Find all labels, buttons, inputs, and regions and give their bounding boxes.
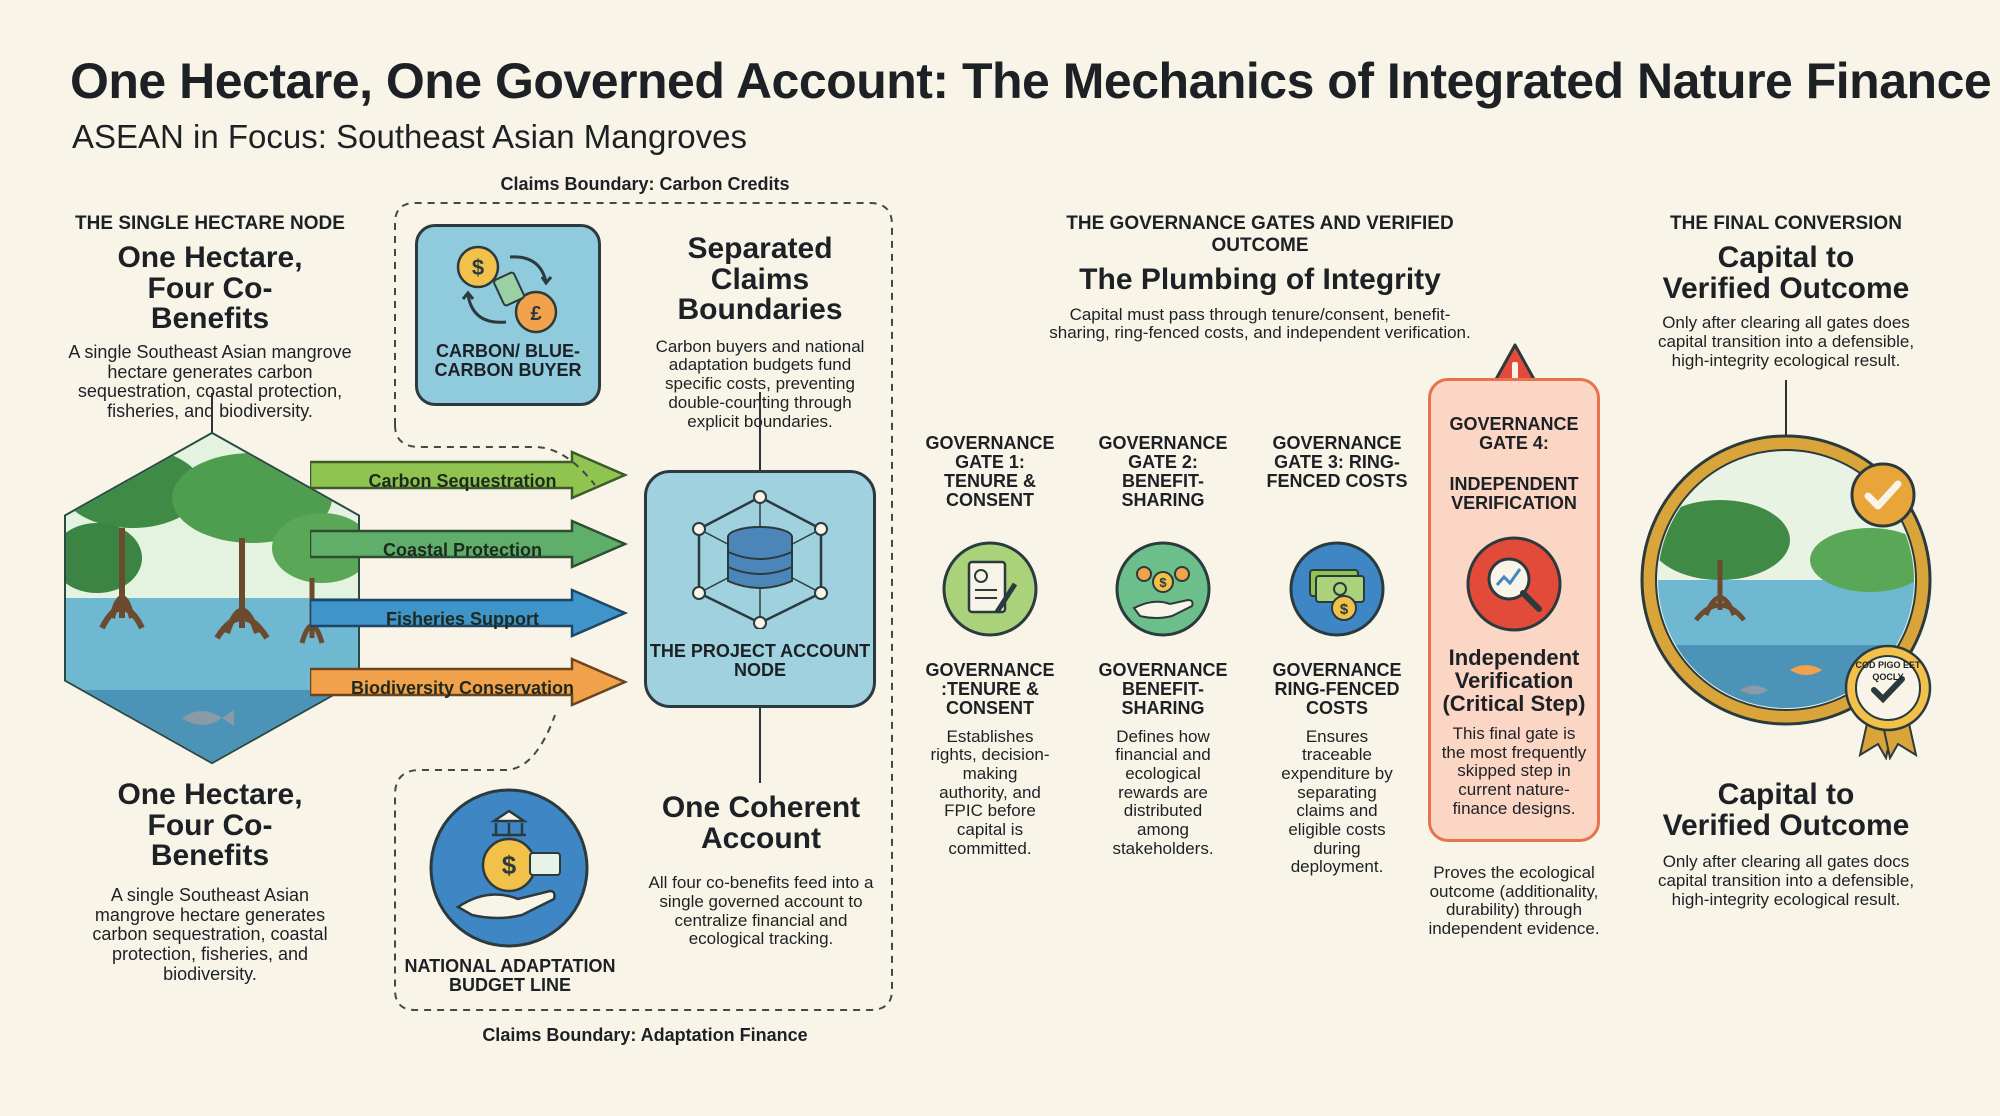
- hectare-title: One Hectare, Four Co-Benefits: [117, 241, 303, 336]
- svg-text:$: $: [472, 255, 484, 280]
- database-network-icon: [692, 490, 828, 630]
- governance-desc: Capital must pass through tenure/consent…: [1049, 304, 1471, 343]
- claims-boundary-dashed-lines: [394, 202, 893, 1011]
- gate-3-desc: Ensures traceable expenditure by separat…: [1281, 726, 1393, 877]
- coherent-account-desc: All four co-benefits feed into a single …: [648, 873, 874, 949]
- gate-1-label: GOVERNANCE :TENURE & CONSENT: [925, 660, 1055, 718]
- gate-2-label: GOVERNANCE BENEFIT-SHARING: [1098, 660, 1228, 718]
- arrow-coastal-protection: [310, 519, 629, 569]
- coherent-account-block: One Coherent Account All four co-benefit…: [648, 791, 874, 949]
- page-title: One Hectare, One Governed Account: The M…: [70, 53, 1992, 109]
- gate-3-label: GOVERNANCE RING-FENCED COSTS: [1272, 660, 1402, 718]
- governance-eyebrow: THE GOVERNANCE GATES AND VERIFIED OUTCOM…: [1066, 213, 1454, 256]
- gate-4-subtitle: INDEPENDENT VERIFICATION: [1449, 473, 1579, 513]
- gate-4-title: GOVERNANCE GATE 4:: [1449, 414, 1579, 453]
- final-footer: Capital to Verified Outcome Only after c…: [1640, 778, 1932, 909]
- separated-claims-block: Separated Claims Boundaries Carbon buyer…: [640, 232, 880, 431]
- people-coin-hand-icon: $: [1115, 541, 1211, 637]
- final-bottom-title: Capital to Verified Outcome: [1662, 778, 1910, 842]
- final-desc: Only after clearing all gates does capit…: [1657, 313, 1915, 370]
- budget-line-label: NATIONAL ADAPTATION BUDGET LINE: [404, 956, 616, 995]
- project-account-node: THE PROJECT ACCOUNT NODE: [644, 470, 876, 708]
- arrow-label-fisheries: Fisheries Support: [385, 609, 540, 629]
- magnifier-chart-icon: [1466, 536, 1562, 632]
- gate-4-desc: This final gate is the most frequently s…: [1441, 723, 1587, 818]
- hectare-eyebrow: THE SINGLE HECTARE NODE: [75, 213, 345, 234]
- connector-line: [211, 393, 213, 435]
- hectare-footer: One Hectare, Four Co-Benefits A single S…: [60, 778, 360, 985]
- connector-line: [1785, 380, 1787, 436]
- arrow-fisheries-support: [310, 588, 629, 638]
- final-title: Capital to Verified Outcome: [1662, 241, 1910, 305]
- gate-2-desc: Defines how financial and ecological rew…: [1112, 726, 1214, 858]
- gate-4-bold-label: Independent Verification (Critical Step): [1442, 644, 1586, 716]
- governance-gate-1: GOVERNANCE GATE 1: TENURE & CONSENT GOVE…: [920, 434, 1060, 858]
- arrow-biodiversity: [310, 657, 629, 707]
- connector-line: [759, 392, 761, 470]
- connector-line: [759, 708, 761, 783]
- arrow-label-coastal: Coastal Protection: [382, 540, 543, 560]
- arrow-carbon-sequestration: [310, 450, 629, 500]
- claims-bottom-label: Claims Boundary: Adaptation Finance: [482, 1025, 808, 1045]
- final-header: THE FINAL CONVERSION Capital to Verified…: [1640, 213, 1932, 370]
- carbon-buyer-label: CARBON/ BLUE-CARBON BUYER: [434, 341, 582, 380]
- claims-top-label: Claims Boundary: Carbon Credits: [500, 174, 790, 194]
- gate-1-desc: Establishes rights, decision-making auth…: [930, 726, 1050, 858]
- svg-text:$: $: [1159, 575, 1167, 590]
- governance-gate-2: GOVERNANCE GATE 2: BENEFIT-SHARING $ GOV…: [1093, 434, 1233, 858]
- gate-4-below-desc: Proves the ecological outcome (additiona…: [1428, 863, 1600, 939]
- final-bottom-desc: Only after clearing all gates docs capit…: [1657, 852, 1915, 909]
- governance-gate-4-card: GOVERNANCE GATE 4: INDEPENDENT VERIFICAT…: [1428, 378, 1600, 842]
- dollar-exchange-icon: $ £: [456, 245, 558, 334]
- final-eyebrow: THE FINAL CONVERSION: [1670, 213, 1902, 234]
- governance-gate-3: GOVERNANCE GATE 3: RING-FENCED COSTS $ G…: [1266, 434, 1408, 877]
- seal-text: COD PIGO EET QOCLY: [1855, 660, 1921, 682]
- hectare-bottom-desc: A single Southeast Asian mangrove hectar…: [92, 884, 328, 984]
- svg-text:$: $: [1340, 601, 1349, 618]
- hectare-bottom-title: One Hectare, Four Co-Benefits: [117, 778, 303, 873]
- arrow-label-carbon: Carbon Sequestration: [368, 471, 557, 491]
- page-subtitle: ASEAN in Focus: Southeast Asian Mangrove…: [72, 118, 748, 155]
- gate-1-title: GOVERNANCE GATE 1: TENURE & CONSENT: [925, 433, 1055, 510]
- arrow-label-biodiversity: Biodiversity Conservation: [350, 678, 575, 698]
- project-account-label: THE PROJECT ACCOUNT NODE: [649, 641, 871, 680]
- bank-hand-icon: $: [429, 788, 589, 948]
- hectare-header: THE SINGLE HECTARE NODE One Hectare, Fou…: [60, 213, 360, 422]
- gate-3-title: GOVERNANCE GATE 3: RING-FENCED COSTS: [1266, 433, 1408, 491]
- svg-text:£: £: [530, 303, 541, 325]
- banknotes-icon: $: [1289, 541, 1385, 637]
- check-badge-icon: [1850, 462, 1916, 528]
- separated-claims-title: Separated Claims Boundaries: [677, 232, 843, 327]
- svg-text:$: $: [502, 850, 517, 880]
- carbon-buyer-card: $ £ CARBON/ BLUE-CARBON BUYER: [415, 224, 601, 406]
- document-pen-icon: [942, 541, 1038, 637]
- governance-title: The Plumbing of Integrity: [1079, 263, 1441, 296]
- governance-header: THE GOVERNANCE GATES AND VERIFIED OUTCOM…: [1020, 213, 1500, 343]
- certified-seal-icon: [1844, 644, 1932, 760]
- hectare-desc: A single Southeast Asian mangrove hectar…: [68, 341, 352, 422]
- coherent-account-title: One Coherent Account: [661, 791, 861, 855]
- gate-2-title: GOVERNANCE GATE 2: BENEFIT-SHARING: [1098, 433, 1228, 510]
